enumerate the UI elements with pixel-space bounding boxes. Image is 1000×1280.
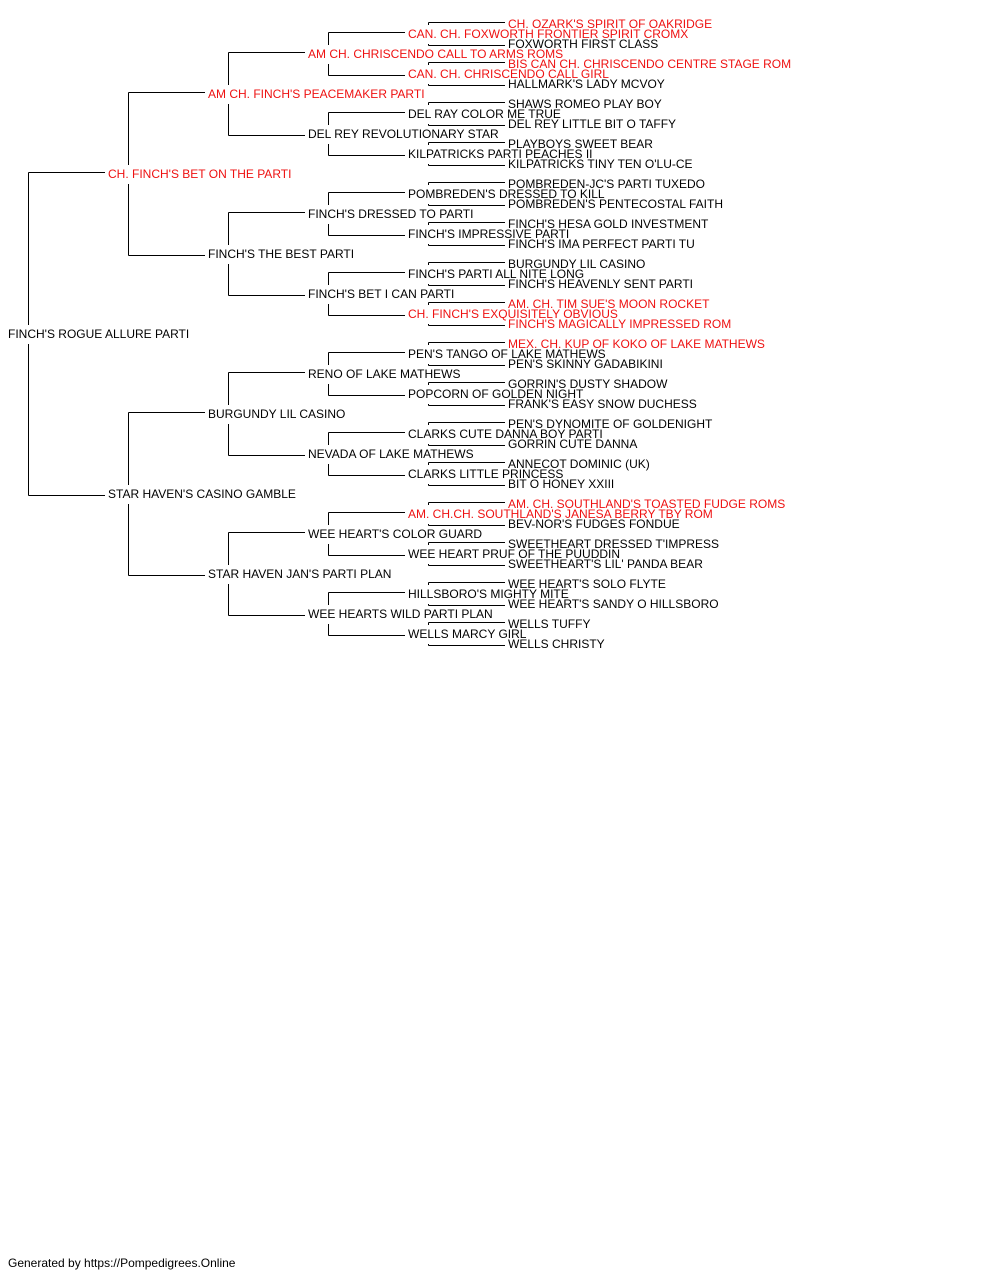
ancestor-name-gen-5: PEN'S SKINNY GADABIKINI — [508, 357, 663, 371]
ancestor-name-gen-4: DEL RAY COLOR ME TRUE — [408, 107, 561, 121]
ancestor-name-gen-4: POPCORN OF GOLDEN NIGHT — [408, 387, 584, 401]
ancestor-name-gen-5: DEL REY LITTLE BIT O TAFFY — [508, 117, 676, 131]
ancestor-name-gen-4: PEN'S TANGO OF LAKE MATHEWS — [408, 347, 606, 361]
subject-dog-name: FINCH'S ROGUE ALLURE PARTI — [8, 327, 189, 341]
ancestor-name-gen-5: AM. CH. SOUTHLAND'S TOASTED FUDGE ROMS — [508, 497, 785, 511]
ancestor-name-gen-2: BURGUNDY LIL CASINO — [208, 407, 345, 421]
ancestor-name-gen-3: FINCH'S BET I CAN PARTI — [308, 287, 454, 301]
ancestor-name-gen-5: BIS CAN CH. CHRISCENDO CENTRE STAGE ROM — [508, 57, 791, 71]
ancestor-name-gen-4: CAN. CH. FOXWORTH FRONTIER SPIRIT CROMX — [408, 27, 688, 41]
ancestor-name-gen-3: RENO OF LAKE MATHEWS — [308, 367, 460, 381]
ancestor-name-gen-4: POMBREDEN'S DRESSED TO KILL — [408, 187, 605, 201]
ancestor-name-gen-5: SWEETHEART DRESSED T'IMPRESS — [508, 537, 719, 551]
ancestor-name-gen-5: FINCH'S IMA PERFECT PARTI TU — [508, 237, 695, 251]
ancestor-name-gen-5: POMBREDEN-JC'S PARTI TUXEDO — [508, 177, 705, 191]
ancestor-name-gen-5: WEE HEART'S SOLO FLYTE — [508, 577, 666, 591]
ancestor-name-gen-5: PEN'S DYNOMITE OF GOLDENIGHT — [508, 417, 713, 431]
ancestor-name-gen-5: FRANK'S EASY SNOW DUCHESS — [508, 397, 697, 411]
ancestor-name-gen-3: AM CH. CHRISCENDO CALL TO ARMS ROMS — [308, 47, 563, 61]
footer-credit: Generated by https://Pompedigrees.Online — [8, 1256, 236, 1270]
ancestor-name-gen-3: NEVADA OF LAKE MATHEWS — [308, 447, 474, 461]
ancestor-name-gen-5: GORRIN'S DUSTY SHADOW — [508, 377, 668, 391]
ancestor-name-gen-4: CLARKS CUTE DANNA BOY PARTI — [408, 427, 603, 441]
ancestor-name-gen-5: BIT O HONEY XXIII — [508, 477, 614, 491]
ancestor-name-gen-5: GORRIN CUTE DANNA — [508, 437, 637, 451]
ancestor-name-gen-5: WEE HEART'S SANDY O HILLSBORO — [508, 597, 719, 611]
ancestor-name-gen-5: FOXWORTH FIRST CLASS — [508, 37, 658, 51]
ancestor-name-gen-2: AM CH. FINCH'S PEACEMAKER PARTI — [208, 87, 425, 101]
ancestor-name-gen-5: SWEETHEART'S LIL' PANDA BEAR — [508, 557, 703, 571]
ancestor-name-gen-4: AM. CH.CH. SOUTHLAND'S JANESA BERRY TBY … — [408, 507, 713, 521]
ancestor-name-gen-4: KILPATRICKS PARTI PEACHES II — [408, 147, 593, 161]
ancestor-name-gen-5: SHAWS ROMEO PLAY BOY — [508, 97, 662, 111]
ancestor-name-gen-5: ANNECOT DOMINIC (UK) — [508, 457, 650, 471]
ancestor-name-gen-5: KILPATRICKS TINY TEN O'LU-CE — [508, 157, 693, 171]
ancestor-name-gen-3: WEE HEART'S COLOR GUARD — [308, 527, 482, 541]
ancestor-name-gen-5: FINCH'S MAGICALLY IMPRESSED ROM — [508, 317, 731, 331]
ancestor-name-gen-4: WELLS MARCY GIRL — [408, 627, 527, 641]
ancestor-name-gen-2: STAR HAVEN JAN'S PARTI PLAN — [208, 567, 391, 581]
ancestor-name-gen-4: CLARKS LITTLE PRINCESS — [408, 467, 563, 481]
ancestor-name-gen-3: DEL REY REVOLUTIONARY STAR — [308, 127, 499, 141]
ancestor-name-gen-4: CAN. CH. CHRISCENDO CALL GIRL — [408, 67, 609, 81]
ancestor-name-gen-5: BURGUNDY LIL CASINO — [508, 257, 645, 271]
ancestor-name-gen-5: AM. CH. TIM SUE'S MOON ROCKET — [508, 297, 710, 311]
ancestor-name-gen-4: FINCH'S IMPRESSIVE PARTI — [408, 227, 569, 241]
ancestor-name-gen-3: FINCH'S DRESSED TO PARTI — [308, 207, 473, 221]
ancestor-name-gen-4: CH. FINCH'S EXQUISITELY OBVIOUS — [408, 307, 618, 321]
ancestor-name-gen-5: PLAYBOYS SWEET BEAR — [508, 137, 653, 151]
ancestor-name-gen-5: FINCH'S HEAVENLY SENT PARTI — [508, 277, 693, 291]
ancestor-name-gen-5: MEX. CH. KUP OF KOKO OF LAKE MATHEWS — [508, 337, 765, 351]
ancestor-name-gen-4: FINCH'S PARTI ALL NITE LONG — [408, 267, 584, 281]
ancestor-name-gen-2: FINCH'S THE BEST PARTI — [208, 247, 354, 261]
ancestor-name-gen-5: POMBREDEN'S PENTECOSTAL FAITH — [508, 197, 723, 211]
ancestor-name-gen-5: FINCH'S HESA GOLD INVESTMENT — [508, 217, 709, 231]
ancestor-name-gen-5: WELLS TUFFY — [508, 617, 590, 631]
ancestor-name-gen-3: WEE HEARTS WILD PARTI PLAN — [308, 607, 493, 621]
ancestor-name-gen-4: HILLSBORO'S MIGHTY MITE — [408, 587, 569, 601]
ancestor-name-gen-4: WEE HEART PRUF OF THE PUUDDIN — [408, 547, 620, 561]
ancestor-name-gen-5: WELLS CHRISTY — [508, 637, 605, 651]
ancestor-name-gen-5: HALLMARK'S LADY MCVOY — [508, 77, 665, 91]
ancestor-name-gen-1: STAR HAVEN'S CASINO GAMBLE — [108, 487, 296, 501]
ancestor-name-gen-1: CH. FINCH'S BET ON THE PARTI — [108, 167, 291, 181]
ancestor-name-gen-5: BEV-NOR'S FUDGES FONDUE — [508, 517, 680, 531]
ancestor-name-gen-5: CH. OZARK'S SPIRIT OF OAKRIDGE — [508, 17, 712, 31]
